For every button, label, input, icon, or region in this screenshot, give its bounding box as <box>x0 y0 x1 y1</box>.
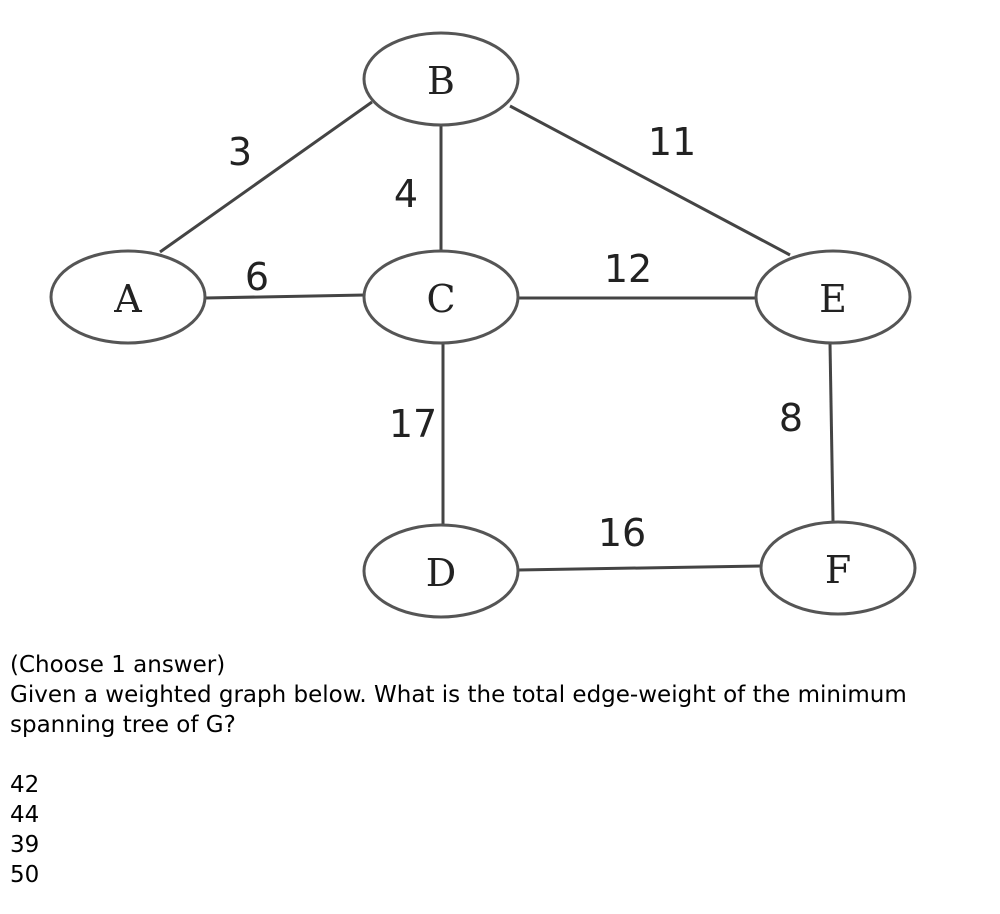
edge-weight-c-e: 12 <box>604 247 652 291</box>
node-f: F <box>759 520 917 616</box>
question-block: (Choose 1 answer) Given a weighted graph… <box>10 650 990 890</box>
node-label-c: C <box>426 277 455 321</box>
node-ellipse-b <box>362 31 520 127</box>
question-instruction: (Choose 1 answer) <box>10 652 226 678</box>
graph-nodes: A B C D E F <box>49 31 917 619</box>
node-label-e: E <box>819 277 847 321</box>
node-label-a: A <box>113 277 142 321</box>
edge-weight-d-f: 16 <box>598 511 646 555</box>
edge-a-b <box>159 100 373 254</box>
edge-d-f <box>517 564 762 572</box>
edge-weight-b-e: 11 <box>648 120 696 164</box>
node-ellipse-c <box>362 249 520 345</box>
edge-weight-b-c: 4 <box>394 172 418 216</box>
edge-weight-c-d: 17 <box>389 402 437 446</box>
edge-weight-e-f: 8 <box>779 396 803 440</box>
node-d: D <box>362 523 520 619</box>
edge-b-e <box>509 104 791 257</box>
node-ellipse-e <box>754 249 912 345</box>
edge-weight-a-b: 3 <box>228 130 252 174</box>
graph-edges <box>159 100 835 572</box>
node-label-b: B <box>427 59 455 103</box>
edge-a-c <box>204 293 366 300</box>
node-a: A <box>49 249 207 345</box>
node-label-d: D <box>426 551 456 595</box>
node-ellipse-d <box>362 523 520 619</box>
node-c: C <box>362 249 520 345</box>
node-e: E <box>754 249 912 345</box>
answer-option-1[interactable]: 42 <box>10 772 40 798</box>
answer-options: 42 44 39 50 <box>10 770 990 890</box>
weighted-graph-diagram: A B C D E F 3 6 4 11 12 17 8 16 <box>49 31 917 619</box>
node-b: B <box>362 31 520 127</box>
edge-weight-a-c: 6 <box>245 255 269 299</box>
answer-option-2[interactable]: 44 <box>10 802 40 828</box>
node-ellipse-f <box>759 520 917 616</box>
node-label-f: F <box>825 548 851 592</box>
answer-option-4[interactable]: 50 <box>10 862 40 888</box>
graph-edge-weights: 3 6 4 11 12 17 8 16 <box>228 120 803 555</box>
node-ellipse-a <box>49 249 207 345</box>
edge-e-f <box>828 342 835 522</box>
question-text: Given a weighted graph below. What is th… <box>10 682 907 738</box>
answer-option-3[interactable]: 39 <box>10 832 40 858</box>
spacer <box>10 740 990 770</box>
